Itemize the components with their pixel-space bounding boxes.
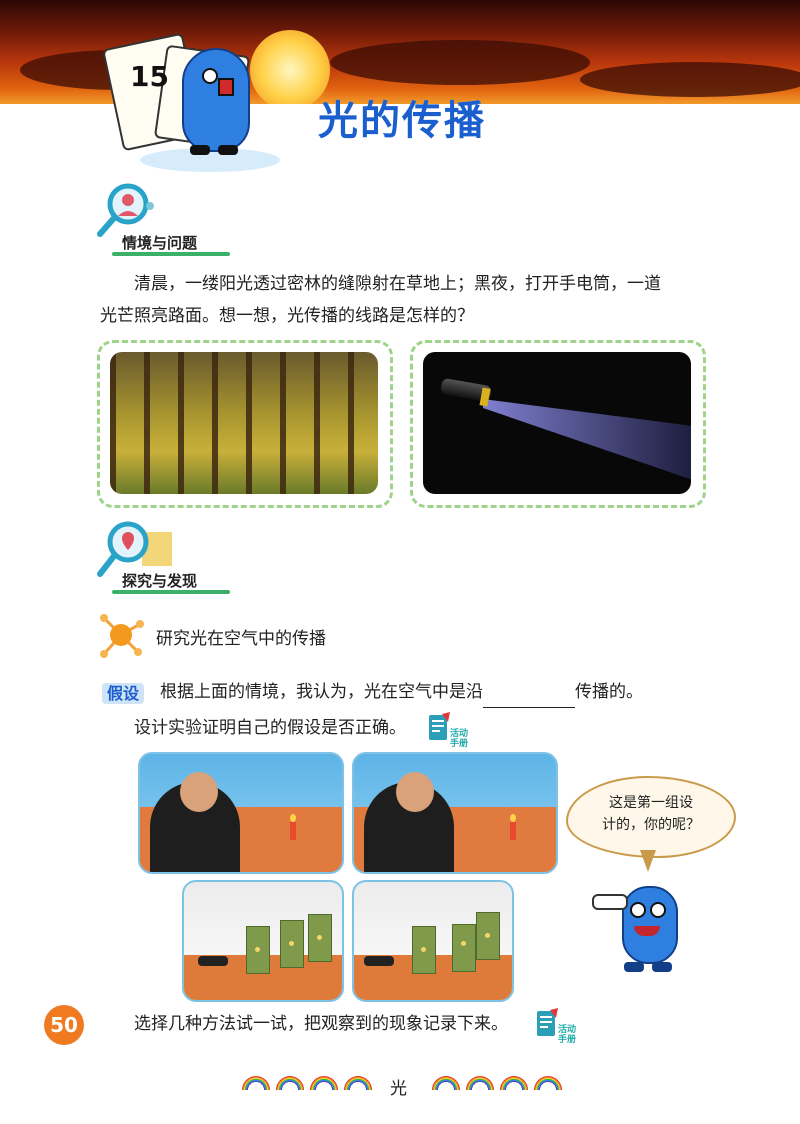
flashlight-icon (364, 956, 394, 966)
speech-bubble-line2: 计的，你的呢？ (602, 817, 700, 833)
section-underline (112, 590, 230, 594)
experiment-photo-2 (352, 752, 558, 874)
cardboard-screen (308, 914, 332, 962)
student-head (180, 772, 218, 812)
rainbow-icon (242, 1076, 270, 1090)
cardboard-screen (476, 912, 500, 960)
cloud-shape (330, 40, 590, 85)
activity-handbook-icon[interactable]: 活动 手册 (536, 1008, 578, 1045)
page-number: 50 (44, 1005, 84, 1045)
activity-title: 研究光在空气中的传播 (156, 629, 326, 649)
speech-bubble-tail (640, 850, 656, 872)
section-label-situation: 情境与问题 (122, 234, 198, 252)
footer-unit-label: 光 (390, 1079, 407, 1099)
footer: 光 (0, 1072, 800, 1102)
hypothesis-blank-field[interactable] (483, 689, 575, 708)
student-head (396, 772, 434, 812)
bottom-instruction: 选择几种方法试一试，把观察到的现象记录下来。 (134, 1014, 508, 1034)
mascot-book-illustration: 15 (100, 20, 300, 180)
hypothesis-sentence: 根据上面的情境，我认为，光在空气中是沿 传播的。 (160, 676, 720, 708)
experiment-photo-1 (138, 752, 344, 874)
flame-icon (290, 814, 296, 822)
cardboard-screen (452, 924, 476, 972)
design-experiment-text: 设计实验证明自己的假设是否正确。 (134, 718, 406, 738)
rainbow-icon (276, 1076, 304, 1090)
cardboard-screen (412, 926, 436, 974)
forest-sunlight-photo (110, 352, 378, 494)
flashlight-photo-frame (410, 340, 706, 508)
rainbow-icon (310, 1076, 338, 1090)
flashlight-icon (198, 956, 228, 966)
hypothesis-tag: 假设 (102, 680, 145, 704)
cardboard-screen (246, 926, 270, 974)
hypothesis-tag-label: 假设 (102, 683, 145, 704)
handbook-label-1: 活动 (450, 729, 469, 739)
experiment-photo-3 (182, 880, 344, 1002)
sun-graphic (250, 30, 330, 104)
hypothesis-text-before: 根据上面的情境，我认为，光在空气中是沿 (160, 682, 483, 702)
hypothesis-text-after: 传播的。 (575, 682, 643, 702)
handbook-label-2: 手册 (450, 739, 469, 749)
page-title: 光的传播 (318, 98, 486, 144)
cardboard-screen (280, 920, 304, 968)
activity-handbook-icon[interactable]: 活动 手册 (428, 712, 470, 749)
speech-bubble: 这是第一组设 计的，你的呢？ (566, 776, 736, 858)
intro-paragraph-line2: 光芒照亮路面。想一想，光传播的线路是怎样的？ (100, 306, 474, 326)
speech-bubble-line1: 这是第一组设 (609, 795, 693, 811)
rainbow-icon (432, 1076, 460, 1090)
section-underline (112, 252, 230, 256)
rainbow-icon (500, 1076, 528, 1090)
molecule-icon (96, 610, 146, 660)
magnifier-people-icon (94, 180, 154, 240)
magnifier-map-icon (94, 518, 178, 580)
flame-icon (510, 814, 516, 822)
intro-paragraph-line1: 清晨，一缕阳光透过密林的缝隙射在草地上；黑夜，打开手电筒，一道 (134, 274, 661, 294)
mascot-icon (182, 48, 250, 152)
section-label-explore: 探究与发现 (122, 572, 198, 590)
handbook-label-1: 活动 (558, 1025, 577, 1035)
sunset-banner (0, 0, 800, 104)
handbook-label-2: 手册 (558, 1035, 577, 1045)
mascot-pointing-icon (590, 880, 700, 980)
rainbow-icon (534, 1076, 562, 1090)
cloud-shape (580, 62, 800, 97)
experiment-photo-4 (352, 880, 514, 1002)
candle-icon (290, 822, 296, 840)
rainbow-icon (466, 1076, 494, 1090)
candle-icon (510, 822, 516, 840)
lesson-number: 15 (130, 60, 169, 93)
forest-photo-frame (97, 340, 393, 508)
flashlight-night-photo (423, 352, 691, 494)
light-beam (483, 399, 691, 480)
rainbow-icon (344, 1076, 372, 1090)
